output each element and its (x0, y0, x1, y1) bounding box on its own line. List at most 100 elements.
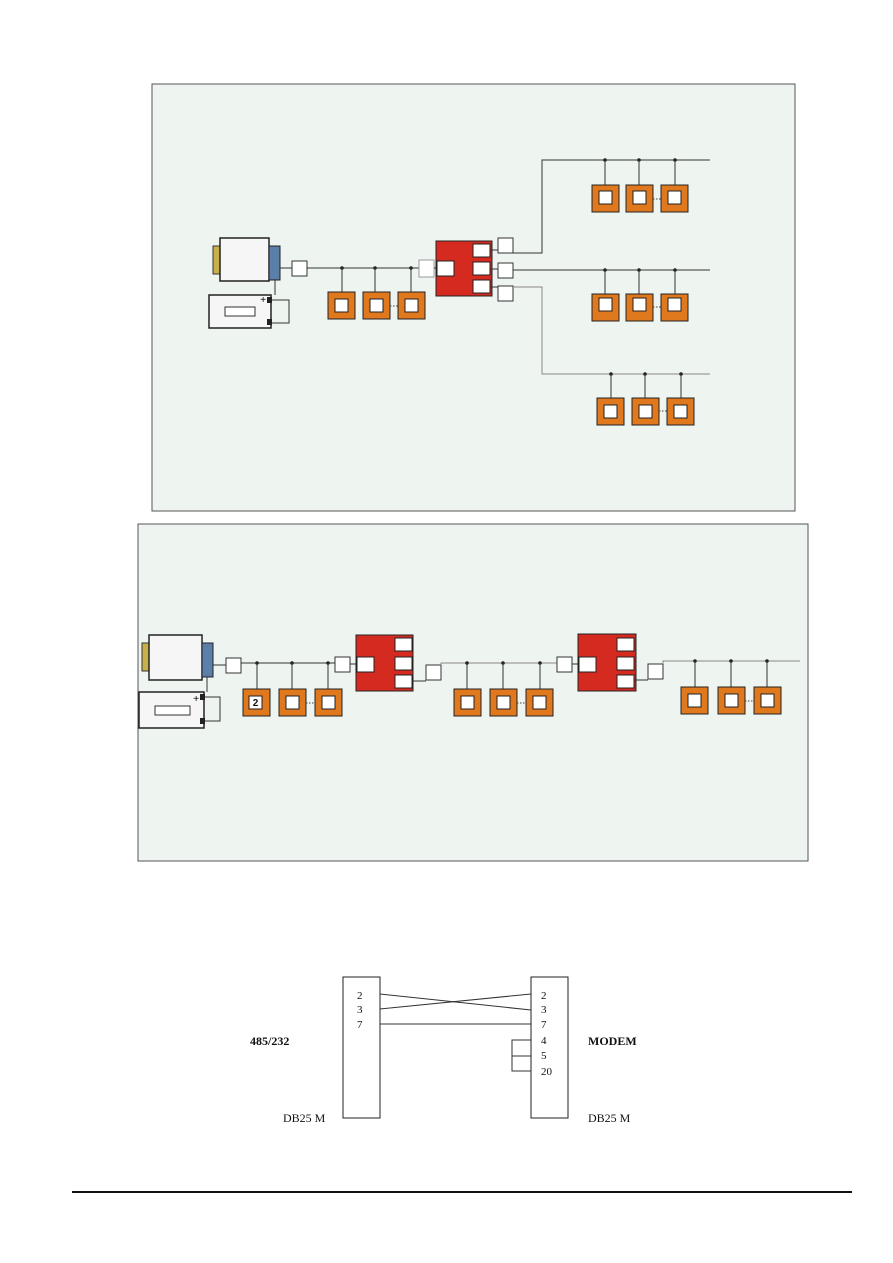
plus-terminal-icon: + (193, 693, 199, 705)
device-display (404, 298, 419, 313)
plus-terminal-icon: + (260, 294, 266, 306)
segment-1-devices: 2 (242, 661, 343, 717)
hub-input-adapter (418, 259, 435, 278)
pc-box (219, 237, 270, 282)
hub-output-port-2 (616, 656, 635, 671)
hub-input-adapter (334, 656, 351, 673)
pc-unit (141, 634, 214, 681)
right-pin-7: 7 (541, 1019, 547, 1031)
segment-2-devices (453, 661, 554, 717)
branch-adapter-1 (497, 237, 514, 254)
slave-device (314, 688, 343, 717)
wire-3-to-2 (379, 993, 532, 1010)
device-display (687, 693, 702, 708)
branch-3-bus (513, 286, 710, 375)
right-pin-5: 5 (541, 1050, 547, 1062)
pc-terminal-block (268, 245, 281, 281)
device-display (603, 404, 618, 419)
branch-3-devices (596, 372, 695, 426)
hub-repeater-2 (577, 633, 637, 692)
hub-output-port-2 (472, 261, 491, 276)
device-display (285, 695, 300, 710)
device-display (667, 190, 682, 205)
device-display (460, 695, 475, 710)
hub-input-port (356, 656, 375, 673)
hub-output-port-3 (616, 674, 635, 689)
bus-line (440, 662, 557, 665)
minus-terminal (200, 718, 205, 724)
device-display (632, 297, 647, 312)
device-display (632, 190, 647, 205)
branch-1-bus (513, 159, 710, 254)
footer-rule (72, 1191, 852, 1193)
right-pin-2: 2 (541, 990, 547, 1002)
device-display (724, 693, 739, 708)
hub-output-port-1 (394, 637, 413, 652)
line-converter (291, 260, 308, 277)
pinout-diagram: 2 3 7 2 3 7 4 5 20 485/232 MODEM DB25 M … (250, 976, 637, 1125)
pc-terminal-block (201, 642, 214, 678)
device-number: 2 (253, 698, 259, 709)
segment-3-devices (680, 659, 782, 715)
plus-terminal (200, 694, 205, 700)
right-label: MODEM (588, 1034, 637, 1048)
main-bus-devices (327, 266, 426, 320)
power-supply-display (154, 705, 191, 716)
pc-serial-connector (212, 245, 221, 275)
right-pin-3: 3 (541, 1004, 547, 1016)
hub-repeater (435, 240, 493, 297)
left-connector-label: DB25 M (283, 1111, 326, 1125)
branch-1-devices (591, 158, 689, 213)
device-display (760, 693, 775, 708)
hub-repeater-1 (355, 634, 414, 692)
pc-serial-connector (141, 642, 150, 672)
right-pin-4: 4 (541, 1035, 547, 1047)
line-converter (225, 657, 242, 674)
device-display (598, 190, 613, 205)
left-label: 485/232 (250, 1034, 289, 1048)
hub-output-port-3 (394, 674, 413, 689)
bus-line (662, 660, 800, 664)
hub-output-port-1 (472, 243, 491, 258)
right-pin-20: 20 (541, 1066, 553, 1078)
right-connector-label: DB25 M (588, 1111, 631, 1125)
branch-2-devices (591, 268, 689, 322)
power-supply-display (224, 306, 256, 317)
pc-box (148, 634, 203, 681)
device-display (667, 297, 682, 312)
left-pin-2: 2 (357, 990, 363, 1002)
right-db25-connector (530, 976, 569, 1119)
slave-device (660, 184, 689, 213)
device-display (532, 695, 547, 710)
left-db25-connector (342, 976, 381, 1119)
device-display (598, 297, 613, 312)
device-display (496, 695, 511, 710)
device-display (248, 695, 263, 710)
power-wire (205, 696, 221, 722)
branch-adapter (425, 664, 442, 681)
left-pin-7: 7 (357, 1019, 363, 1031)
device-display (638, 404, 653, 419)
hub-output-port-1 (616, 637, 635, 652)
top-diagram: + (151, 83, 796, 512)
hub-input-port (578, 656, 597, 673)
middle-diagram: + 2 (137, 523, 809, 862)
hub-output-port-3 (472, 279, 491, 294)
device-display (673, 404, 688, 419)
branch-adapter-3 (497, 285, 514, 302)
power-supply: + (138, 677, 221, 729)
branch-adapter-2 (497, 262, 514, 279)
power-wire (272, 299, 290, 324)
branch-adapter (647, 663, 664, 680)
slave-device (453, 688, 482, 717)
power-supply: + (208, 280, 290, 329)
pc-unit (212, 237, 281, 282)
left-pin-3: 3 (357, 1004, 363, 1016)
hub-input-adapter (556, 656, 573, 673)
hub-input-port (436, 260, 455, 277)
device-display (334, 298, 349, 313)
device-display (321, 695, 336, 710)
device-display (369, 298, 384, 313)
hub-output-port-2 (394, 656, 413, 671)
